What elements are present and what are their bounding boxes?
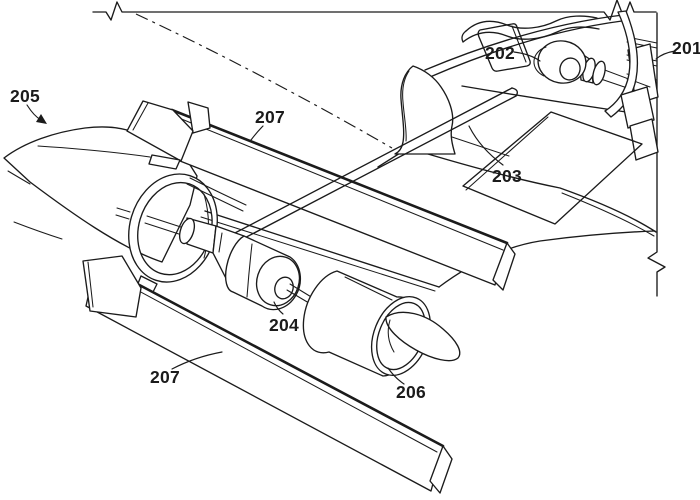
- fan-spinner-cone: [385, 311, 461, 362]
- lower-panel-top-edge: [94, 260, 445, 448]
- strap-band: [604, 10, 639, 118]
- nose-tip-line: [7, 170, 31, 185]
- pylon-bell-fairing: [394, 65, 456, 155]
- leader-207-lower: [171, 351, 223, 370]
- duct-top-edge: [186, 177, 247, 212]
- upper-panel-207: [126, 100, 516, 291]
- drive-shaft-stub: [115, 207, 131, 220]
- motor-neck-cap: [178, 217, 196, 245]
- ref-label-207-lower: 207: [150, 367, 180, 387]
- wing-leading-edge: [204, 210, 440, 288]
- nose-lower-crease: [13, 221, 63, 240]
- support-rod-203: [209, 87, 518, 255]
- mount-bracket-lower: [629, 118, 659, 161]
- leader-203: [468, 125, 504, 166]
- aft-motor-inner-arc: [533, 46, 547, 77]
- leader-202: [513, 51, 541, 62]
- upper-end-plate-tab: [148, 154, 181, 170]
- upper-panel-end-cap: [492, 242, 516, 291]
- break-lines: [92, 0, 666, 297]
- leader-arrowhead-205: [36, 114, 47, 124]
- upper-panel-face-line: [178, 117, 504, 251]
- motor-surface-line-1: [218, 232, 223, 253]
- aileron-edge-line: [465, 116, 549, 191]
- lower-panel-face-line: [99, 269, 438, 453]
- wing-leading-edge-inner: [200, 216, 436, 292]
- lower-panel-end-cap: [429, 445, 453, 494]
- ref-label-207-upper: 207: [255, 107, 285, 127]
- ref-label-201: 201: [672, 38, 700, 58]
- motor-end-hub: [274, 276, 294, 300]
- ref-label-206: 206: [396, 382, 426, 402]
- wavy-bracket: [465, 15, 598, 32]
- center-motor-204: [178, 217, 345, 323]
- wing-root-curve-inner: [561, 192, 655, 237]
- rod-end-cap: [511, 87, 518, 97]
- cowl-top-edge: [424, 14, 624, 71]
- top-break-line: [92, 0, 657, 21]
- right-break-line: [647, 12, 666, 297]
- leader-207-upper: [250, 125, 264, 141]
- rod-top-line: [209, 87, 513, 247]
- leader-206: [387, 367, 405, 385]
- ducted-fan-206: [302, 270, 461, 377]
- lower-end-plate-edge: [87, 261, 94, 308]
- ref-label-202: 202: [485, 43, 515, 63]
- wing-root-curve: [407, 147, 657, 233]
- leader-201: [655, 50, 676, 60]
- reference-labels: 201 202 203 204 205 206 207 207: [10, 38, 700, 402]
- fan-spinner-base-arc: [387, 319, 395, 353]
- fan-duct-surface-line: [344, 276, 393, 301]
- upper-panel-top-edge: [170, 108, 509, 245]
- cowl-top-edge-inner: [429, 20, 623, 78]
- drive-shaft-inner: [144, 215, 188, 237]
- aileron-panel: [462, 111, 643, 225]
- ref-label-203: 203: [492, 166, 522, 186]
- nacelle-lower-edge: [461, 85, 627, 113]
- ref-label-205: 205: [10, 86, 40, 106]
- aft-motor-assembly: [424, 10, 659, 161]
- lower-panel-207: [82, 255, 453, 494]
- aft-motor-hub: [559, 57, 581, 81]
- leader-204: [273, 301, 284, 315]
- upper-end-plate-back: [187, 101, 211, 134]
- nose-crease-line: [37, 145, 151, 158]
- rod-bottom-line: [213, 95, 517, 255]
- upper-end-plate: [126, 100, 194, 162]
- phantom-centerline: [135, 13, 393, 149]
- coupling-disc-2: [592, 60, 606, 86]
- lower-end-plate: [82, 255, 142, 318]
- mount-bracket-upper: [620, 86, 655, 129]
- duct-ring-rim: [128, 173, 218, 283]
- ref-label-204: 204: [269, 315, 299, 335]
- upper-end-plate-edge: [132, 102, 149, 131]
- mount-plate: [477, 23, 531, 72]
- motor-surface-line-2: [246, 243, 253, 298]
- wavy-bracket-lower: [461, 26, 600, 43]
- pylon-bell-inner-line: [402, 70, 410, 142]
